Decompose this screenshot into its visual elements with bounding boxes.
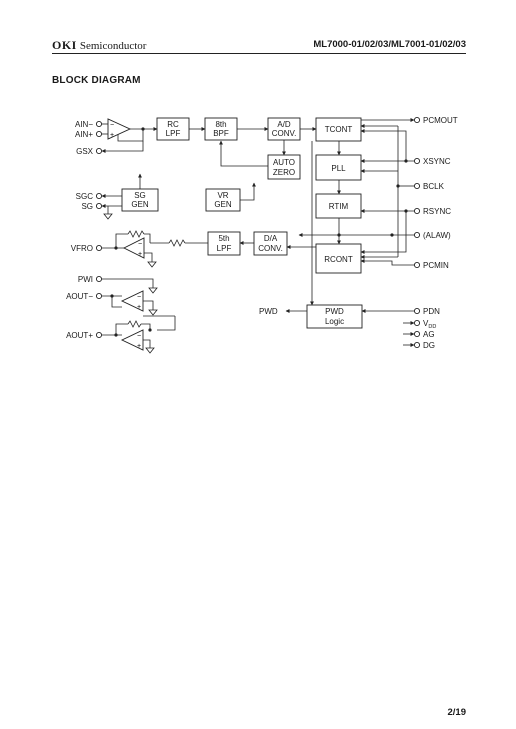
pin-ag: AG xyxy=(423,330,435,339)
vfro-opamp-minus: − xyxy=(138,241,142,248)
block-rc-lpf: RC LPF xyxy=(156,117,190,141)
block-rcont-line1: RCONT xyxy=(324,255,353,264)
block-pwd-logic-line2: Logic xyxy=(325,317,344,326)
pin-sg: SG xyxy=(81,202,93,211)
block-pwd-logic-line1: PWD xyxy=(325,307,344,316)
opamp-minus-label: − xyxy=(110,122,114,129)
input-opamp: − + xyxy=(107,118,132,140)
vfro-opamp: − + xyxy=(122,237,145,259)
aout-minus-opamp: − + xyxy=(120,290,144,312)
pin-pcmin: PCMIN xyxy=(423,261,449,270)
brand-subtitle: Semiconductor xyxy=(79,40,147,52)
pin-pwi: PWI xyxy=(78,275,93,284)
pin-aout-minus: AOUT− xyxy=(66,292,93,301)
pwd-output-label: PWD xyxy=(259,307,278,316)
pin-vdd: VDD xyxy=(423,319,436,330)
block-sg-gen-line1: SG xyxy=(134,191,146,200)
oki-logo: OKI xyxy=(52,38,77,52)
pin-bclk: BCLK xyxy=(423,182,445,191)
block-sg-gen-line2: GEN xyxy=(131,200,149,209)
pin-vdd-main: V xyxy=(423,319,429,328)
block-5th-lpf-line2: LPF xyxy=(217,244,232,253)
block-vr-gen: VR GEN xyxy=(205,188,241,212)
block-auto-zero: AUTO ZERO xyxy=(267,154,301,180)
vfro-opamp-plus: + xyxy=(138,251,142,258)
block-pll: PLL xyxy=(315,154,362,181)
block-pll-line1: PLL xyxy=(331,164,346,173)
aout-plus-opamp-minus: − xyxy=(137,333,141,340)
block-8th-bpf: 8th BPF xyxy=(204,117,238,141)
block-tcont-line1: TCONT xyxy=(325,125,353,134)
pin-sgc: SGC xyxy=(76,192,94,201)
pin-vfro: VFRO xyxy=(71,244,93,253)
block-ad-conv-line2: CONV. xyxy=(272,129,297,138)
document-title: ML7000-01/02/03/ML7001-01/02/03 xyxy=(313,39,466,50)
block-rc-lpf-line1: RC xyxy=(167,120,179,129)
pin-dg: DG xyxy=(423,341,435,350)
pin-ain-minus: AIN− xyxy=(75,120,93,129)
block-tcont: TCONT xyxy=(315,117,362,142)
block-da-conv: D/A CONV. xyxy=(253,231,288,256)
aout-plus-opamp: − + xyxy=(120,329,144,351)
section-title: BLOCK DIAGRAM xyxy=(52,75,141,86)
aout-plus-opamp-plus: + xyxy=(137,343,141,350)
pin-aout-plus: AOUT+ xyxy=(66,331,93,340)
block-ad-conv: A/D CONV. xyxy=(267,117,301,141)
page-number: 2/19 xyxy=(447,707,467,718)
pin-pcmout: PCMOUT xyxy=(423,116,458,125)
block-auto-zero-line1: AUTO xyxy=(273,158,295,167)
block-rcont: RCONT xyxy=(315,243,362,274)
aout-minus-opamp-plus: + xyxy=(137,304,141,311)
opamp-plus-label: + xyxy=(110,132,114,139)
pin-rsync: RSYNC xyxy=(423,207,451,216)
block-da-conv-line1: D/A xyxy=(264,234,278,243)
block-5th-lpf: 5th LPF xyxy=(207,231,241,256)
aout-minus-opamp-minus: − xyxy=(137,294,141,301)
block-8th-bpf-line2: BPF xyxy=(213,129,229,138)
pin-ain-plus: AIN+ xyxy=(75,130,93,139)
pin-pdn: PDN xyxy=(423,307,440,316)
block-ad-conv-line1: A/D xyxy=(277,120,291,129)
pin-xsync: XSYNC xyxy=(423,157,451,166)
block-auto-zero-line2: ZERO xyxy=(273,168,295,177)
block-sg-gen: SG GEN xyxy=(121,188,159,212)
block-rtim-line1: RTIM xyxy=(329,202,349,211)
block-pwd-logic: PWD Logic xyxy=(306,304,363,329)
block-vr-gen-line2: GEN xyxy=(214,200,232,209)
block-8th-bpf-line1: 8th xyxy=(215,120,226,129)
pin-alaw: (ALAW) xyxy=(423,231,451,240)
block-rtim: RTIM xyxy=(315,193,362,219)
block-5th-lpf-line1: 5th xyxy=(218,234,229,243)
block-vr-gen-line1: VR xyxy=(217,191,228,200)
pin-gsx: GSX xyxy=(76,147,94,156)
pin-vdd-subscript: DD xyxy=(428,324,436,330)
block-rc-lpf-line2: LPF xyxy=(166,129,181,138)
block-da-conv-line2: CONV. xyxy=(258,244,283,253)
